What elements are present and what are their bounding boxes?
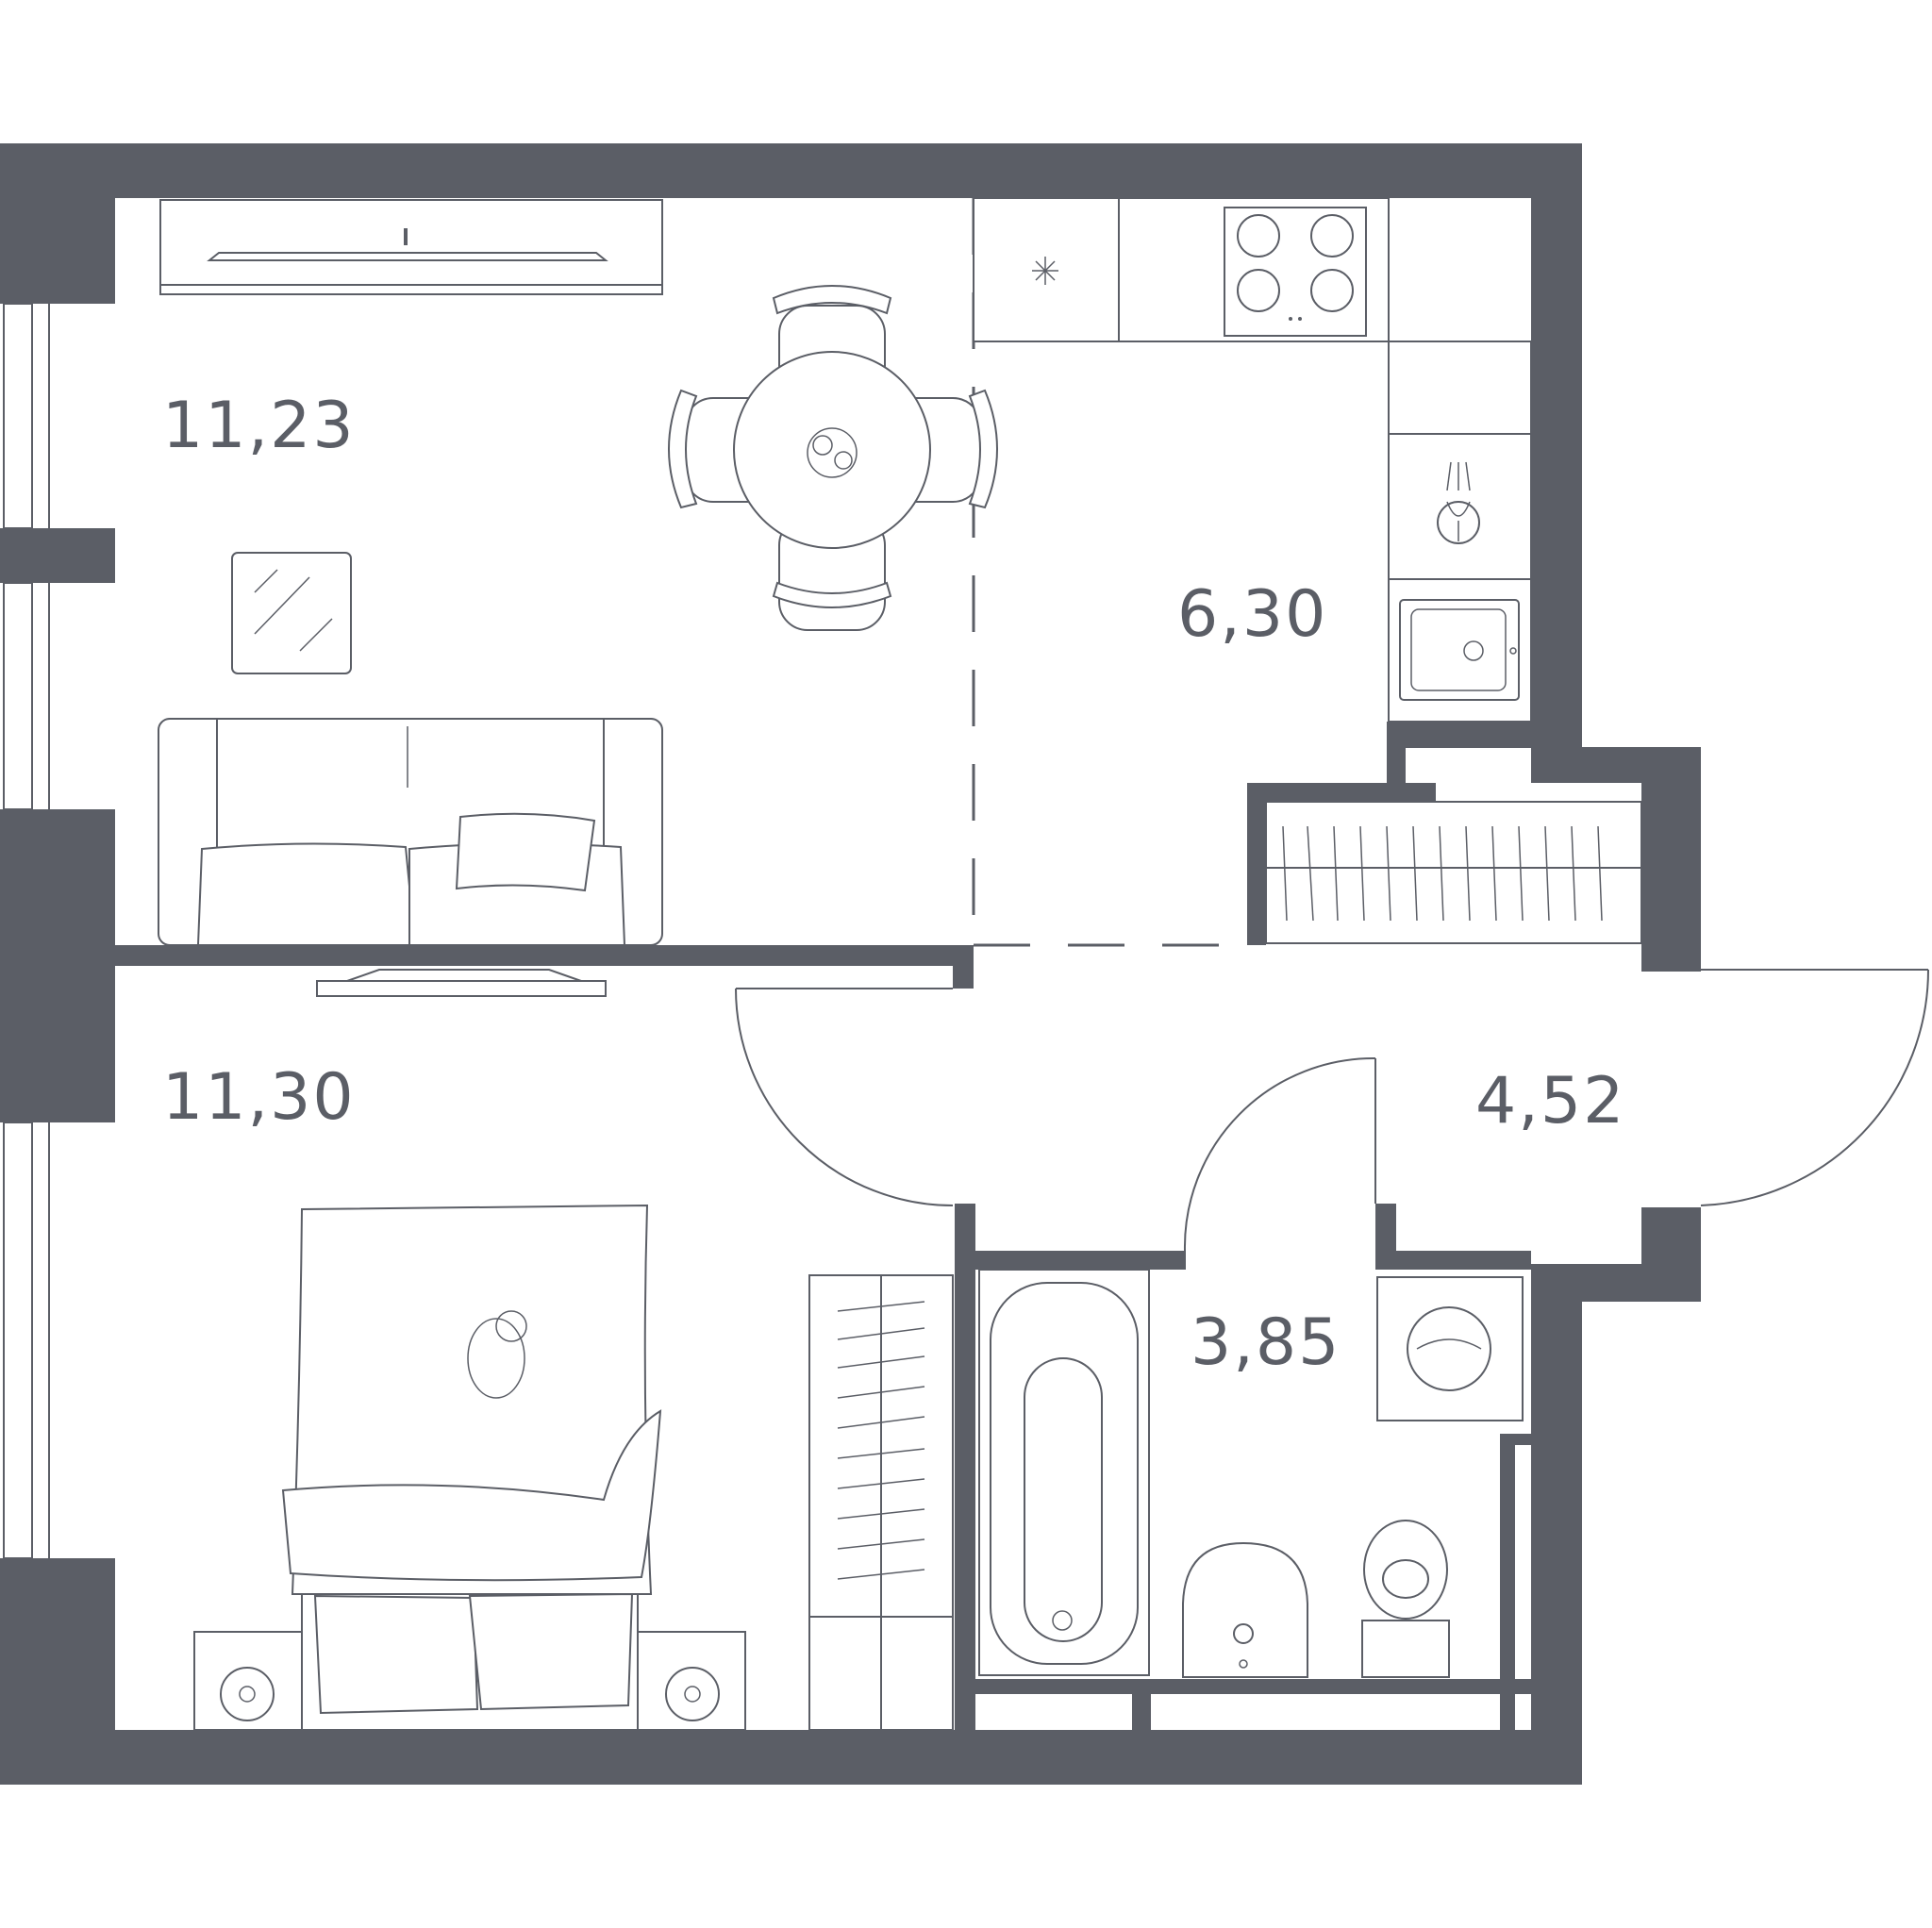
- bed: [281, 1204, 662, 1731]
- nightstand-left: [193, 1631, 303, 1731]
- fridge-icon: [1032, 257, 1058, 285]
- doors: [735, 969, 1929, 1252]
- bedroom-tv: [316, 969, 607, 997]
- room-area-kitchen: 6,30: [1177, 577, 1327, 652]
- dishwasher-icon: [1437, 461, 1480, 544]
- room-area-bedroom: 11,30: [162, 1060, 356, 1135]
- room-area-hall: 4,52: [1475, 1064, 1625, 1139]
- room-area-living: 11,23: [162, 389, 356, 463]
- sofa: [158, 718, 663, 946]
- walls: [0, 143, 1701, 1785]
- washing-machine: [1376, 1276, 1524, 1421]
- bathtub: [978, 1269, 1150, 1676]
- bathroom-sink: [1182, 1541, 1308, 1678]
- hall-wardrobe: [1265, 801, 1642, 944]
- picture-frame: [231, 552, 352, 674]
- room-area-bathroom: 3,85: [1191, 1305, 1341, 1380]
- toilet: [1361, 1520, 1450, 1678]
- dining-table: [668, 285, 998, 631]
- bedroom-wardrobe: [808, 1274, 954, 1731]
- kitchen-sink: [1399, 599, 1520, 701]
- tv-unit: [159, 199, 663, 295]
- cooktop: [1224, 207, 1367, 337]
- nightstand-right: [637, 1631, 746, 1731]
